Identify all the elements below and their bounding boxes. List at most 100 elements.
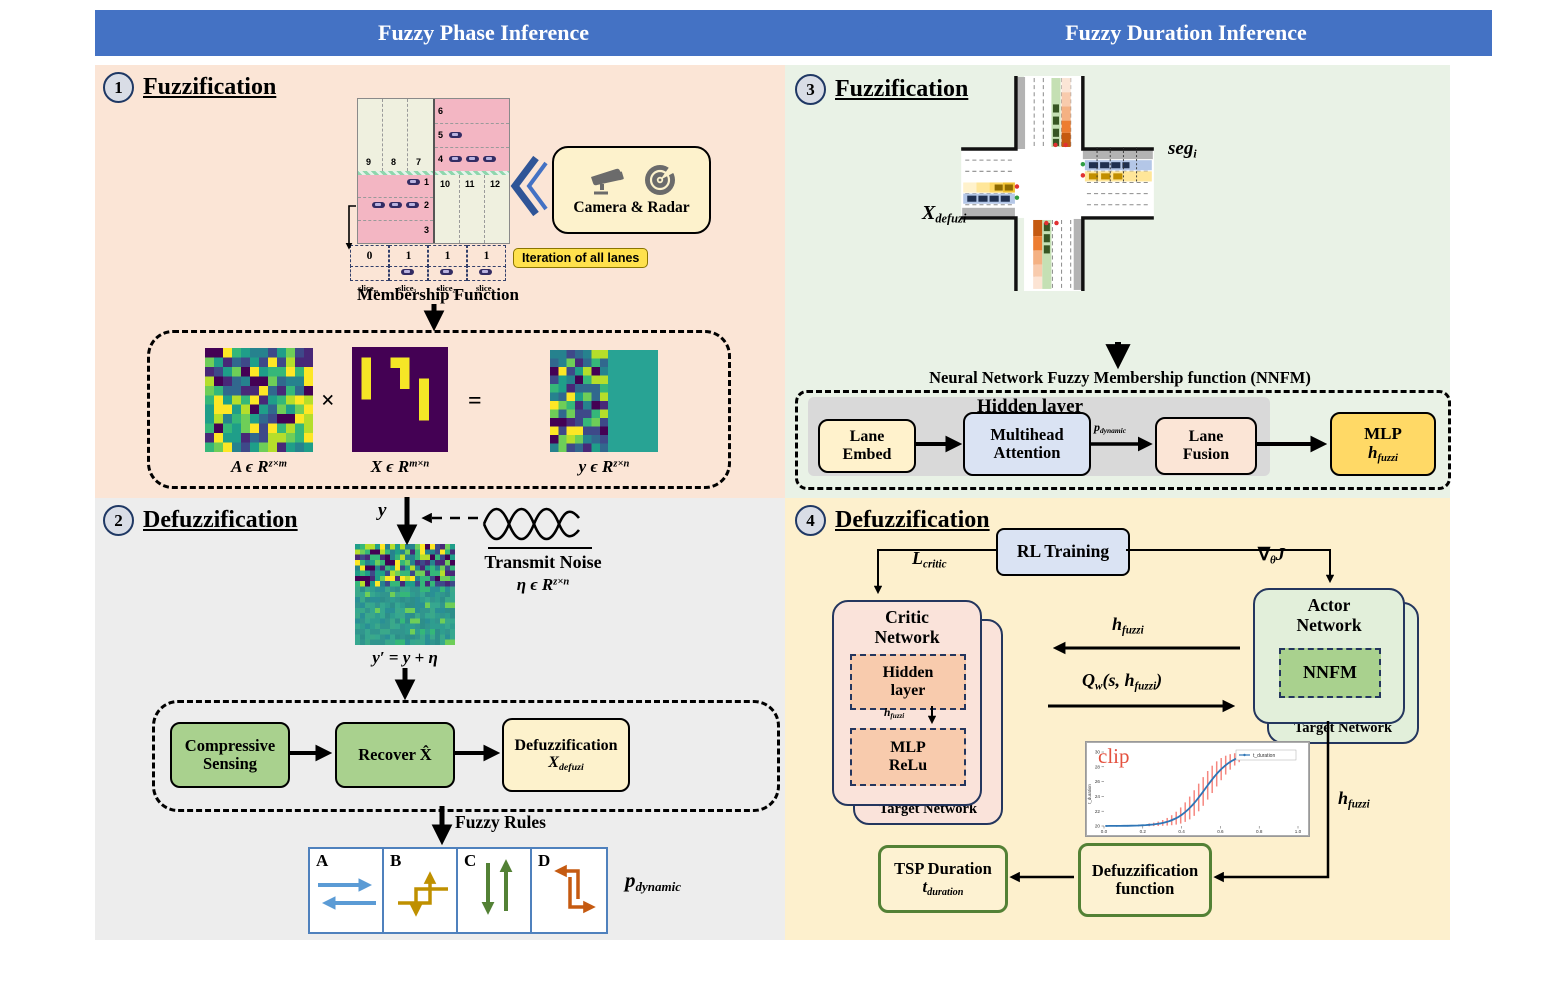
circled-number-3: 3: [795, 74, 826, 105]
lane-divider: [358, 197, 433, 198]
q-value-label: Qw(s, hfuzzi): [1082, 670, 1163, 693]
car-icon: [466, 156, 479, 162]
lane-number: 9: [366, 157, 372, 167]
heading-3-label: Fuzzification: [835, 76, 969, 102]
car-icon: [449, 132, 462, 138]
matrix-a-image: [205, 348, 313, 452]
lane-number: 3: [424, 225, 430, 235]
slice-car-cell: [428, 265, 467, 281]
l-critic-label: Lcritic: [912, 548, 947, 571]
grid-quadrant-top-left: 9 8 7: [358, 99, 433, 171]
car-icon: [389, 202, 402, 208]
phase-letter: D: [538, 851, 551, 870]
phase-letter: A: [316, 851, 329, 870]
camera-icon: [590, 169, 624, 195]
hidden-layer-label: Hidden layer: [976, 396, 1084, 417]
transmit-noise-label: Transmit Noise: [484, 552, 602, 572]
lane-divider: [484, 175, 485, 243]
lane-divider: [435, 147, 509, 148]
car-icon: [372, 202, 385, 208]
lane-divider: [435, 123, 509, 124]
svg-text:26: 26: [1095, 779, 1101, 784]
y-prime-equation: y′ = y + η: [372, 648, 438, 667]
radar-icon: [644, 165, 675, 196]
noise-waveform-icon: [482, 507, 581, 541]
slice-value: 1: [467, 245, 506, 267]
eta-label: η ϵ Rz×n: [516, 575, 570, 594]
equals-sign: =: [468, 388, 482, 414]
grid-center-divider: [433, 99, 435, 243]
svg-text:28: 28: [1095, 764, 1101, 769]
y-label: y: [378, 500, 387, 521]
lane-divider: [358, 220, 433, 221]
circled-number-2: 2: [103, 505, 134, 536]
phase-c-box: C: [456, 847, 534, 934]
mlp-hfuzzi-box: MLP hfuzzi: [1330, 412, 1436, 476]
banner-left-label: Fuzzy Phase Inference: [378, 20, 589, 45]
matrix-y-image: [550, 350, 658, 452]
lane-number: 1: [424, 177, 430, 187]
phase-a-arrows-icon: [318, 878, 376, 910]
hfuzzi-output-label: hfuzzi: [1338, 788, 1370, 811]
lane-number: 8: [391, 157, 397, 167]
recover-x-box: Recover X̂: [335, 722, 455, 788]
p-dynamic-label: pdynamic: [625, 868, 682, 894]
critic-hfuzzi-label: hfuzzi: [884, 707, 905, 721]
matrix-y-label: y ϵ Rz×n: [578, 457, 630, 476]
camera-radar-label: Camera & Radar: [573, 199, 690, 217]
heading-4-label: Defuzzification: [835, 507, 990, 533]
membership-function-label: Membership Function: [357, 285, 519, 304]
lane-number: 6: [438, 106, 444, 116]
noisy-y-matrix-image: [355, 544, 455, 645]
matrix-a-label: A ϵ Rz×m: [231, 457, 287, 476]
car-icon: [479, 269, 492, 275]
car-icon: [440, 269, 453, 275]
matrix-x-label: X ϵ Rm×n: [370, 457, 430, 476]
svg-text:30: 30: [1095, 750, 1101, 755]
heading-3: 3 Fuzzification: [795, 74, 968, 105]
tsp-duration-box: TSP Duration tduration: [878, 845, 1008, 913]
lane-number: 7: [416, 157, 422, 167]
camera-radar-box: Camera & Radar: [552, 146, 711, 234]
phase-a-box: A: [308, 847, 386, 934]
nnfm-title: Neural Network Fuzzy Membership function…: [929, 368, 1311, 387]
slice-value: 1: [428, 245, 467, 267]
car-icon: [406, 202, 419, 208]
svg-text:1.0: 1.0: [1295, 829, 1302, 834]
slice-value: 0: [350, 245, 389, 267]
rl-training-box: RL Training: [996, 528, 1130, 576]
slice-label: slicem: [358, 283, 378, 295]
svg-text:24: 24: [1095, 794, 1101, 799]
heading-1-label: Fuzzification: [143, 74, 277, 100]
svg-text:0.8: 0.8: [1256, 829, 1263, 834]
grid-quadrant-bottom-left: 1 2 3: [358, 175, 433, 243]
lane-divider: [459, 175, 460, 243]
heading-2-label: Defuzzification: [143, 507, 298, 533]
heading-4: 4 Defuzzification: [795, 505, 990, 536]
svg-text:t_duration: t_duration: [1253, 753, 1275, 759]
svg-text:0.6: 0.6: [1217, 829, 1224, 834]
times-sign: ×: [321, 388, 335, 414]
heading-1: 1 Fuzzification: [103, 72, 276, 103]
lane-divider: [407, 99, 408, 171]
phase-c-arrows-icon: [481, 859, 513, 915]
svg-text:20: 20: [1095, 824, 1101, 829]
lane-divider: [382, 99, 383, 171]
heading-2: 2 Defuzzification: [103, 505, 298, 536]
slice-label: slice3: [397, 283, 417, 295]
car-icon: [407, 179, 420, 185]
lane-number: 4: [438, 154, 444, 164]
banner-fuzzy-duration-inference: Fuzzy Duration Inference: [850, 10, 1492, 56]
svg-text:0.0: 0.0: [1101, 829, 1108, 834]
svg-text:0.4: 0.4: [1178, 829, 1185, 834]
nnfm-box: [795, 390, 1451, 490]
circled-number-4: 4: [795, 505, 826, 536]
hfuzzi-arrow-label: hfuzzi: [1112, 614, 1144, 637]
